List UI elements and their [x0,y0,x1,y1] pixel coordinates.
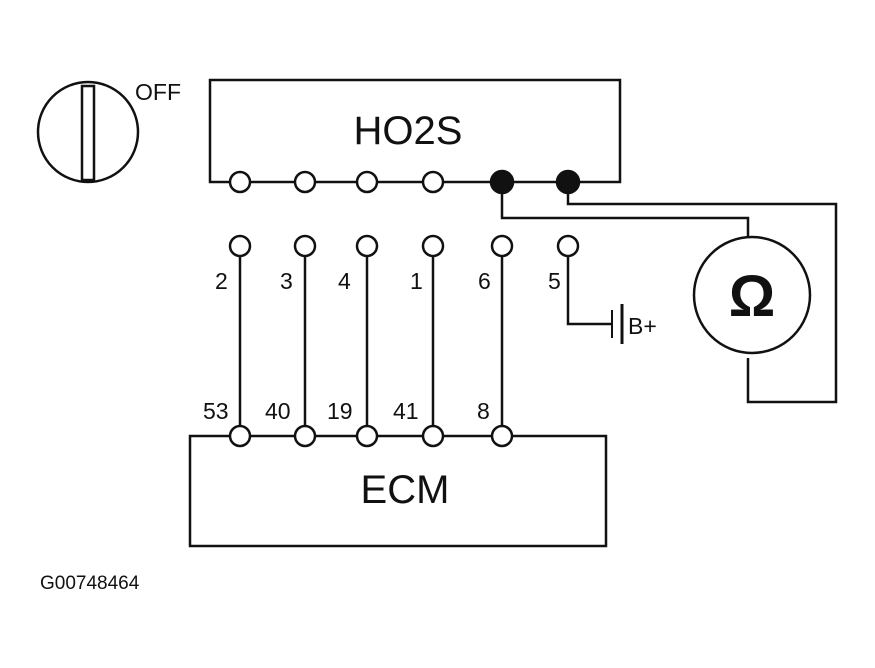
harness-pin [355,234,379,258]
ohmmeter-body [692,235,812,355]
ohmmeter-lead-2 [566,193,838,404]
ho2s-pin [228,170,252,194]
ecm-pin-label: 19 [327,398,353,424]
ho2s-pin-heater-probe-1 [489,169,515,195]
harness-pin [228,234,252,258]
harness-pin-label: 2 [215,268,228,294]
ecm-box [188,434,608,548]
harness-pin-label: 1 [410,268,423,294]
ecm-pin-label: 41 [393,398,419,424]
harness-pin [490,234,514,258]
ho2s-box [208,78,622,184]
ho2s-label: HO2S [354,109,463,153]
ecm-module: ECM 53 40 19 41 8 [188,398,608,548]
ecm-pin [421,424,445,448]
ohm-symbol-icon: Ω [729,264,776,329]
ecm-label: ECM [361,468,450,512]
ohmmeter: Ω [692,235,812,355]
ohmmeter-leads [500,193,838,404]
ho2s-pin [355,170,379,194]
ecm-pin-label: 53 [203,398,229,424]
battery-label: B+ [628,313,657,339]
harness-pin-label: 6 [478,268,491,294]
ho2s-sensor: HO2S [208,78,622,195]
harness-pin [421,234,445,258]
ecm-pin [355,424,379,448]
harness-pin-label: 3 [280,268,293,294]
ignition-switch-off-label: OFF [135,79,181,105]
harness-connector: 2 3 4 1 6 5 [215,234,580,294]
harness-pin-label: 5 [548,268,561,294]
ecm-pin-label: 40 [265,398,291,424]
ohmmeter-lead-1 [500,193,750,236]
harness-wires [238,256,612,426]
figure-id: G00748464 [40,573,140,594]
wire-pin-5-to-battery [566,256,612,326]
ho2s-pin-heater-probe-2 [555,169,581,195]
harness-pin-label: 4 [338,268,351,294]
harness-pin [556,234,580,258]
harness-pin [293,234,317,258]
ignition-switch-key-slot [80,84,96,182]
ecm-pin-label: 8 [477,398,490,424]
ecm-pin [293,424,317,448]
ecm-pin [228,424,252,448]
ecm-pin [490,424,514,448]
ho2s-pin [293,170,317,194]
ho2s-pin [421,170,445,194]
ignition-switch: OFF [36,79,181,184]
battery-terminal: B+ [611,304,657,344]
